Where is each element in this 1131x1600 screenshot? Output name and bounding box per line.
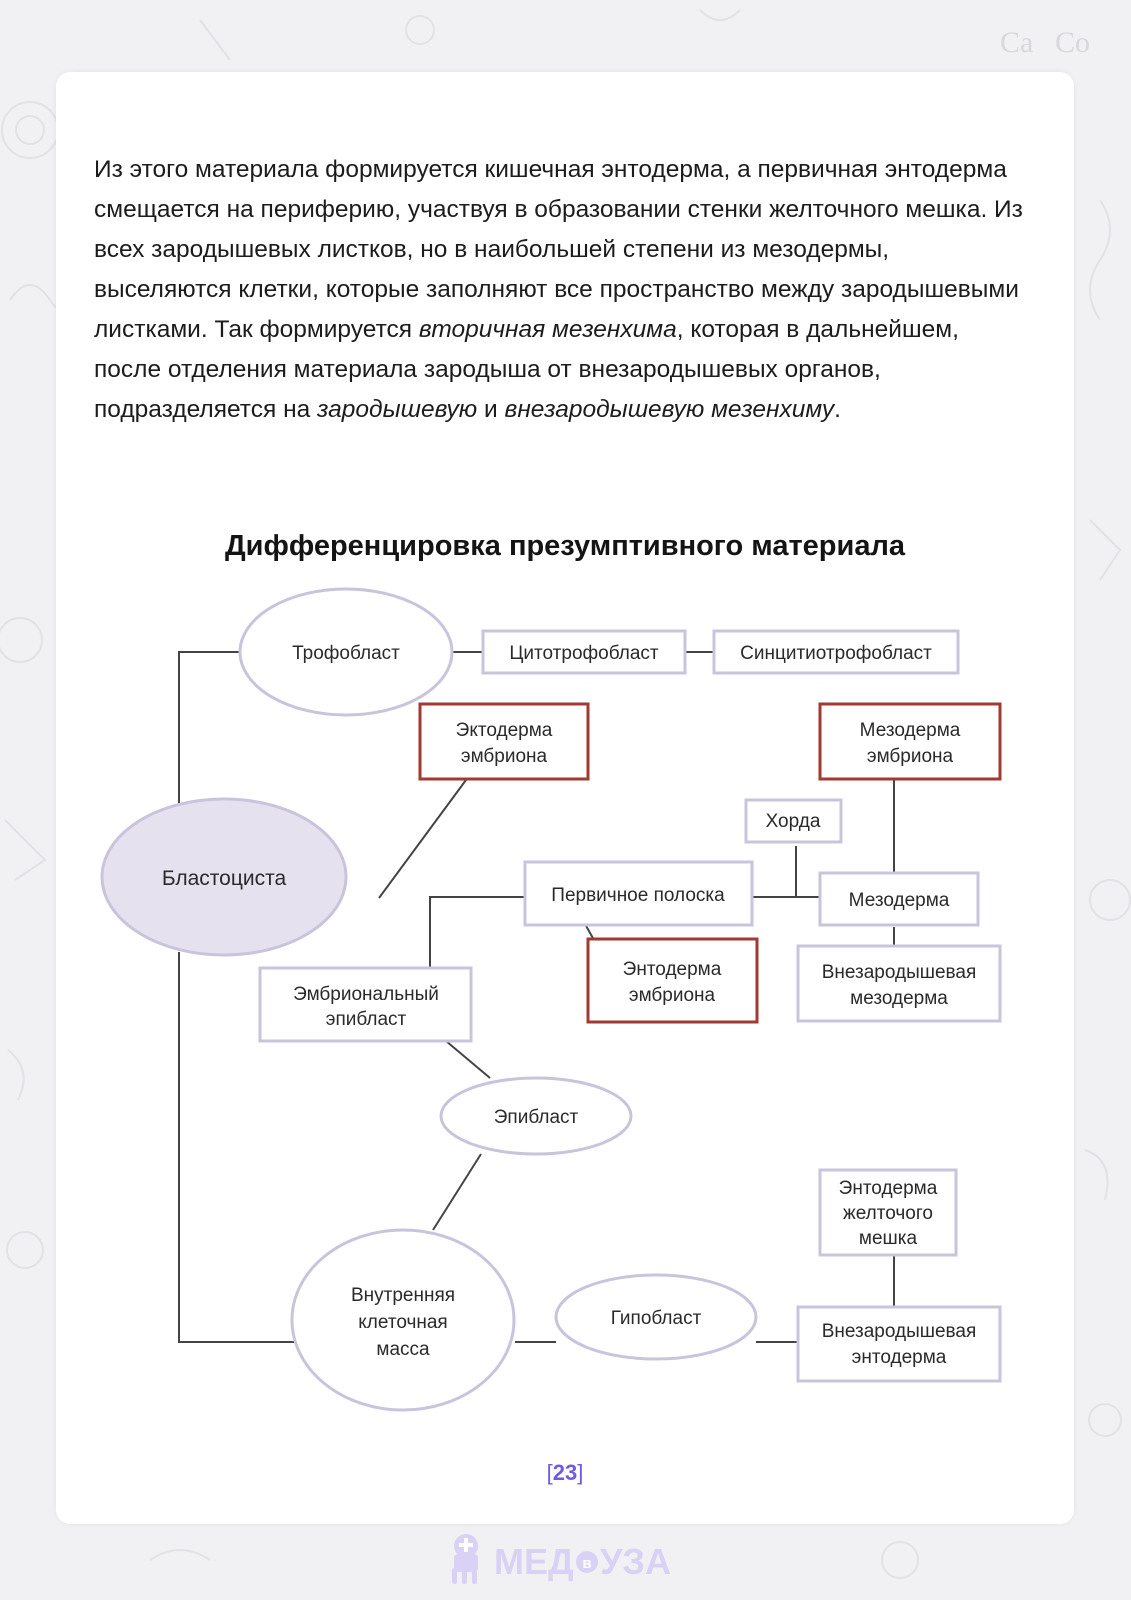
paragraph-text-3: и [477,396,505,423]
node-trophoblast: Трофобласт [238,587,454,717]
node-embryonic-epiblast: Эмбриональный эпибласт [258,966,473,1043]
term-embryonic: зародышевую [317,396,478,423]
page-number-bracket-open: [ [546,1460,553,1485]
logo-text-part1: МЕД [494,1541,574,1582]
paragraph-text-2: , которая в дальнейшем, после отделения … [94,316,959,423]
label-mesoderm: Мезодерма [849,890,950,911]
node-inner-cell-mass: Внутренняя клеточная масса [290,1228,516,1412]
label-hypoblast: Гипобласт [611,1308,702,1329]
node-primitive-streak: Первичное полоска [523,860,754,927]
node-embryonic-endoderm: Энтодерма эмбриона [586,937,759,1024]
diagram-connectors [178,651,895,1343]
node-extraembryonic-endoderm: Внезародышевая энтодерма [796,1305,1002,1383]
paragraph-text-1: Из этого материала формируется кишечная … [94,156,1023,343]
differentiation-diagram: Трофобласт Бластоциста Эпибласт Внутренн… [100,587,1002,1412]
logo-text-part2: в [582,1555,591,1572]
logo-text-part3: УЗА [600,1541,671,1582]
label-ectoderm-line1: Эктодерма [456,720,553,741]
body-paragraph: Из этого материала формируется кишечная … [94,150,1024,430]
diagram-title: Дифференцировка презумптивного материала [224,530,906,562]
svg-text:Ca: Ca [1000,26,1033,59]
node-blastocyst: Бластоциста [100,797,348,957]
node-embryonic-mesoderm: Мезодерма эмбриона [818,702,1002,781]
page-number: [23] [56,1460,1074,1486]
node-epiblast: Эпибласт [439,1076,633,1156]
label-icm-line2: клеточная [358,1312,447,1333]
node-embryonic-ectoderm: Эктодерма эмбриона [418,702,590,781]
label-syncytiotrophoblast: Синцитиотрофобласт [740,643,932,664]
node-mesoderm: Мезодерма [818,871,980,927]
label-epiblast: Эпибласт [494,1107,579,1128]
label-endoderm-emb-line1: Энтодерма [623,959,722,980]
term-secondary-mesenchyme: вторичная мезенхима [418,316,677,343]
label-yolk-endoderm-line2: желточого [843,1203,933,1224]
label-extra-mesoderm-line2: мезодерма [850,988,948,1009]
label-cytotrophoblast: Цитотрофобласт [509,643,659,664]
label-mesoderm-emb-line1: Мезодерма [860,720,961,741]
page-number-value: 23 [552,1460,578,1485]
label-emb-epiblast-line2: эпибласт [326,1009,407,1030]
label-mesoderm-emb-line2: эмбриона [867,746,954,767]
svg-text:Co: Co [1055,26,1090,59]
label-primitive-streak: Первичное полоска [551,885,725,906]
label-yolk-endoderm-line1: Энтодерма [839,1178,938,1199]
node-hypoblast: Гипобласт [554,1273,758,1361]
label-icm-line3: масса [376,1339,430,1360]
label-extra-endoderm-line2: энтодерма [852,1347,947,1368]
label-endoderm-emb-line2: эмбриона [629,985,716,1006]
brand-logo: МЕД в УЗА [452,1534,671,1584]
paragraph-text-4: . [834,396,841,423]
label-blastocyst: Бластоциста [162,867,287,890]
label-chorda: Хорда [766,811,821,832]
node-extraembryonic-mesoderm: Внезародышевая мезодерма [796,944,1002,1023]
label-extra-endoderm-line1: Внезародышевая [822,1321,977,1342]
page-card: Из этого материала формируется кишечная … [56,72,1074,1524]
label-emb-epiblast-line1: Эмбриональный [293,984,439,1005]
label-trophoblast: Трофобласт [292,643,400,664]
term-extraembryonic-mesenchyme: внезародышевую мезенхиму [504,396,835,423]
label-yolk-endoderm-line3: мешка [859,1228,918,1249]
page-number-bracket-close: ] [577,1460,584,1485]
label-extra-mesoderm-line1: Внезародышевая [822,962,977,983]
node-syncytiotrophoblast: Синцитиотрофобласт [712,629,960,675]
node-cytotrophoblast: Цитотрофобласт [481,629,687,675]
label-ectoderm-line2: эмбриона [461,746,548,767]
label-icm-line1: Внутренняя [351,1285,455,1306]
node-chorda: Хорда [744,798,843,844]
node-yolk-sac-endoderm: Энтодерма желточого мешка [818,1168,958,1257]
